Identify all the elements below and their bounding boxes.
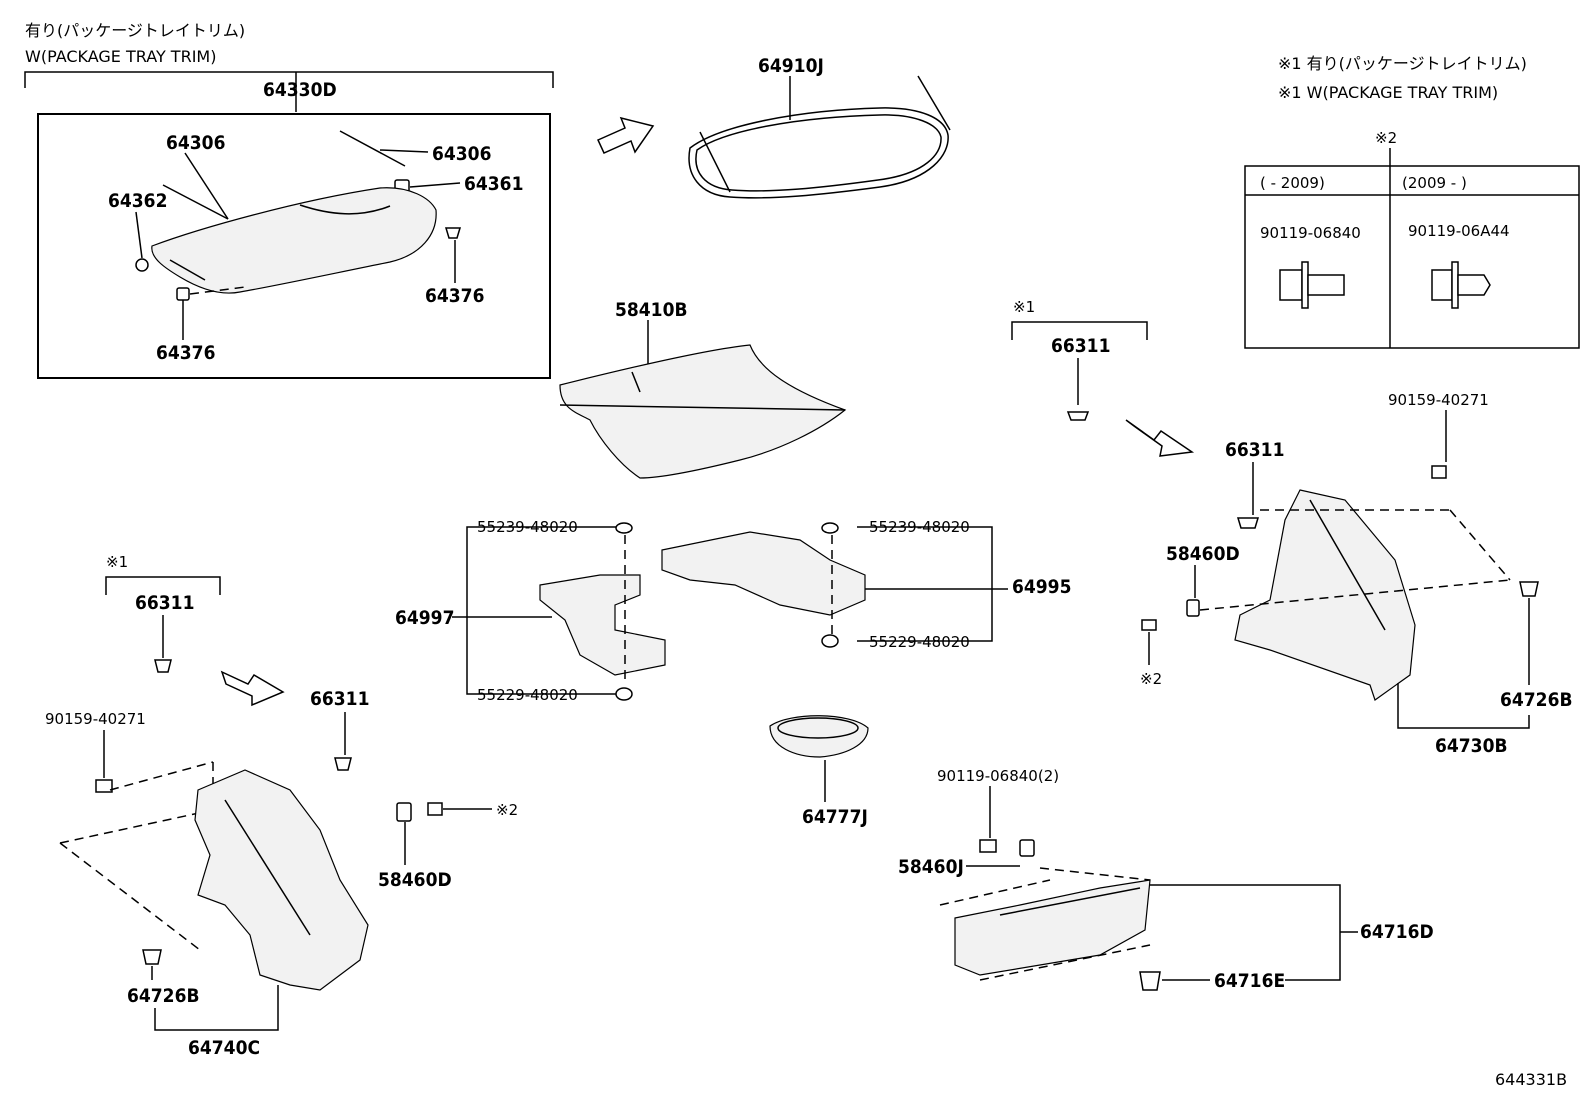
label-66311-l1: 66311	[135, 592, 194, 614]
legend-col2-part: 90119-06A44	[1408, 222, 1510, 240]
clip-64376-left-icon	[176, 287, 190, 301]
clip-64726B-right-icon	[1519, 581, 1539, 597]
quarter-trim-64730B	[1234, 489, 1416, 701]
label-58460J: 58460J	[898, 856, 964, 878]
bolt-90159-left-icon	[95, 779, 113, 793]
tray-rod-left	[162, 184, 229, 220]
label-64330D: 64330D	[263, 79, 337, 101]
arrow-to-64730B	[1125, 419, 1195, 457]
legend-table	[1244, 165, 1580, 349]
label-64716D: 64716D	[1360, 921, 1434, 943]
label-64726B-right: 64726B	[1500, 689, 1573, 711]
bolt-55229-right-icon	[821, 634, 839, 648]
bolt-90119-06840-icon	[1279, 261, 1345, 309]
label-58410B: 58410B	[615, 299, 688, 321]
label-64361: 64361	[464, 173, 523, 195]
arrow-to-64740C	[220, 670, 285, 707]
trunk-mat-58410B	[559, 344, 847, 479]
tray-rod-right	[339, 130, 406, 167]
bracket-64995	[857, 526, 993, 642]
label-64306-b: 64306	[432, 143, 491, 165]
label-66311-r1: 66311	[1051, 335, 1110, 357]
bolt-note2-right-icon	[1141, 619, 1157, 631]
legend-col1-header: ( - 2009)	[1260, 174, 1325, 192]
label-64726B-left: 64726B	[127, 985, 200, 1007]
nut-58460J-icon	[1019, 839, 1035, 857]
scuff-plate-64716D	[954, 879, 1151, 976]
label-90119-qty: 90119-06840(2)	[937, 767, 1059, 785]
bracket-64716D	[1150, 884, 1341, 981]
legend-col1-part: 90119-06840	[1260, 224, 1361, 242]
weatherstrip-64910J	[688, 107, 949, 199]
label-90159-left: 90159-40271	[45, 710, 146, 728]
clip-64726B-left-icon	[142, 949, 162, 965]
bolt-55239-right-icon	[821, 522, 839, 534]
label-58460D-left: 58460D	[378, 869, 452, 891]
label-55229-left: 55229-48020	[477, 686, 578, 704]
storage-tray-64995	[661, 531, 866, 616]
group-bracket-64330D	[24, 71, 554, 88]
legend-col2-header: (2009 - )	[1402, 174, 1467, 192]
label-66311-l2: 66311	[310, 688, 369, 710]
cup-holder-64777J	[769, 715, 869, 758]
storage-box-64997	[539, 574, 666, 676]
note2-right: ※2	[1140, 670, 1162, 688]
label-58460D-right: 58460D	[1166, 543, 1240, 565]
nut-58460D-right-icon	[1186, 599, 1200, 617]
clip-66311-r2-icon	[1236, 517, 1260, 529]
note2-left: ※2	[496, 801, 518, 819]
package-tray-box	[37, 113, 551, 379]
legend-note2-mark: ※2	[1375, 129, 1397, 147]
bolt-note2-left-icon	[427, 802, 443, 816]
bracket-64997	[466, 526, 620, 695]
legend-note1-jp: ※1 有り(パッケージトレイトリム)	[1278, 54, 1527, 73]
label-64777J: 64777J	[802, 806, 868, 828]
bolt-90119-icon	[979, 839, 997, 853]
nut-58460D-left-icon	[396, 802, 412, 822]
arrow-to-64910J	[597, 116, 655, 154]
clip-64362-icon	[135, 258, 149, 272]
bolt-90159-right-icon	[1431, 465, 1447, 479]
diagram-id: 644331B	[1495, 1070, 1567, 1089]
header-en-note: W(PACKAGE TRAY TRIM)	[25, 47, 216, 66]
note1-right: ※1	[1013, 298, 1035, 316]
label-64740C: 64740C	[188, 1037, 260, 1059]
label-64995: 64995	[1012, 576, 1071, 598]
clip-66311-l2-icon	[334, 757, 352, 771]
clip-64716E-icon	[1139, 971, 1161, 991]
package-tray-panel	[151, 187, 437, 294]
bolt-55229-left-icon	[615, 687, 633, 701]
clip-66311-r1-icon	[1066, 411, 1090, 421]
label-64376-left: 64376	[156, 342, 215, 364]
legend-note1-en: ※1 W(PACKAGE TRAY TRIM)	[1278, 83, 1498, 102]
label-66311-r2: 66311	[1225, 439, 1284, 461]
bolt-90119-06A44-icon	[1431, 261, 1491, 309]
label-64730B: 64730B	[1435, 735, 1508, 757]
label-64306-a: 64306	[166, 132, 225, 154]
label-64910J: 64910J	[758, 55, 824, 77]
note1-left: ※1	[106, 553, 128, 571]
header-jp-note: 有り(パッケージトレイトリム)	[25, 21, 245, 40]
label-64376-right: 64376	[425, 285, 484, 307]
label-90159-right: 90159-40271	[1388, 391, 1489, 409]
clip-64376-right-icon	[444, 227, 462, 239]
bolt-55239-left-icon	[615, 522, 633, 534]
clip-66311-l1-icon	[154, 659, 172, 673]
quarter-trim-64740C	[194, 769, 369, 991]
label-64997: 64997	[395, 607, 454, 629]
label-55229-right: 55229-48020	[869, 633, 970, 651]
label-64362: 64362	[108, 190, 167, 212]
label-64716E: 64716E	[1214, 970, 1285, 992]
